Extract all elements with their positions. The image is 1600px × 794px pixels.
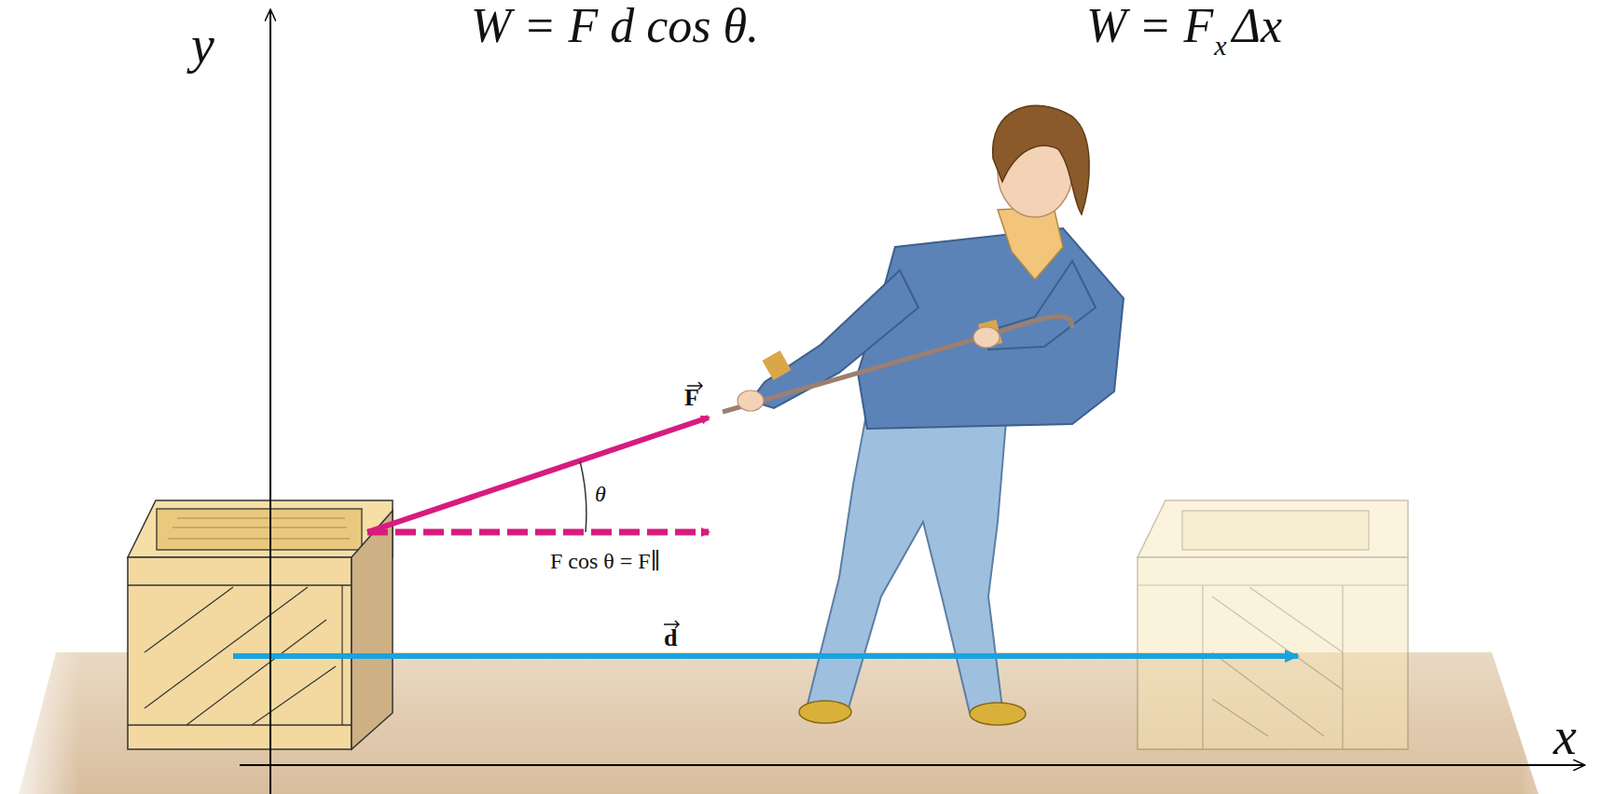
axis-label: y bbox=[191, 18, 215, 71]
person-pulling bbox=[722, 105, 1124, 726]
vector-label: d bbox=[663, 626, 677, 651]
crate-final bbox=[1137, 500, 1408, 750]
work-equation: W = F bbox=[1086, 1, 1214, 51]
crate-initial bbox=[127, 500, 393, 750]
force-vector bbox=[367, 417, 709, 533]
subscript: x bbox=[1213, 31, 1227, 60]
x-axis bbox=[239, 764, 1586, 767]
vector-label: F bbox=[684, 386, 700, 411]
angle-label: θ bbox=[594, 482, 607, 506]
angle-arc bbox=[579, 461, 587, 533]
y-axis bbox=[269, 9, 272, 794]
force-component bbox=[367, 529, 709, 537]
work-equation: W = F d cos θ. bbox=[470, 1, 759, 51]
component-label: F cos θ = F∥ bbox=[550, 550, 662, 573]
displacement-vector bbox=[233, 653, 1298, 660]
axis-label: x bbox=[1553, 710, 1577, 763]
work-equation: Δx bbox=[1232, 1, 1283, 51]
